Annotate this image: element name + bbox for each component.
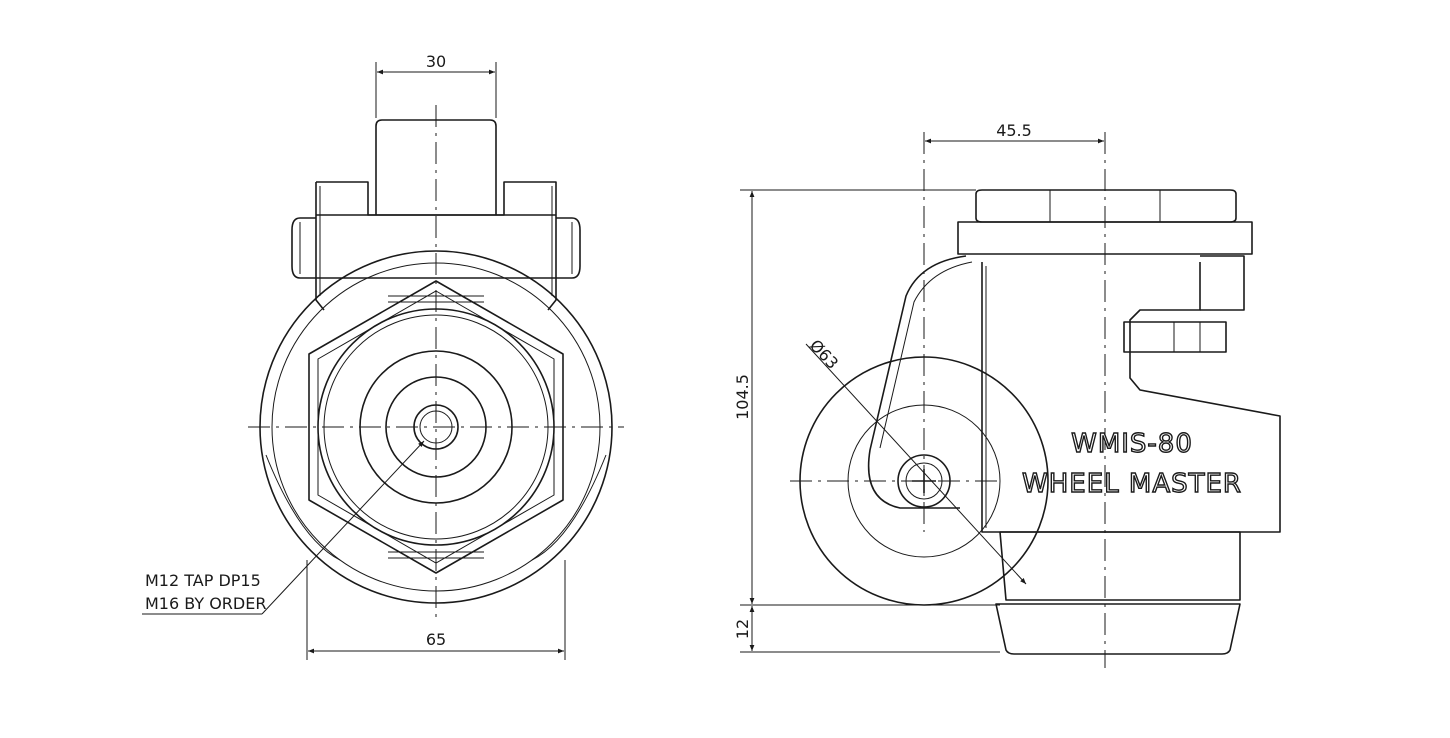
side-view: WMIS-80 WHEEL MASTER 45.5 104.5 12 Ø63 — [733, 121, 1281, 668]
side-lever — [1123, 321, 1227, 353]
side-foot-pad — [995, 603, 1241, 655]
front-dim-65-label: 65 — [426, 630, 446, 649]
front-note-line1: M12 TAP DP15 — [145, 571, 261, 590]
side-brand-model: WMIS-80 — [1071, 429, 1193, 459]
front-tap-leader — [261, 440, 425, 615]
side-dim-12-label: 12 — [733, 619, 752, 639]
side-brand-name: WHEEL MASTER — [1022, 469, 1242, 499]
side-dim-104-label: 104.5 — [733, 374, 752, 420]
front-stem — [375, 119, 497, 215]
front-bracket-left — [315, 182, 325, 311]
side-top-plate — [957, 221, 1253, 255]
side-swing-arm — [867, 255, 967, 509]
side-lower-pad — [999, 531, 1241, 601]
side-dim-45-label: 45.5 — [996, 121, 1032, 140]
front-view: 30 65 M12 TAP DP15 M16 BY ORDER — [142, 52, 624, 660]
front-hex-nut — [308, 280, 564, 574]
front-outer-ring — [259, 250, 613, 604]
front-note-line2: M16 BY ORDER — [145, 594, 266, 613]
front-pad-mid — [359, 350, 513, 504]
side-dim-diameter-leader — [805, 343, 1027, 585]
front-bracket — [316, 181, 557, 311]
front-dim-30-label: 30 — [426, 52, 446, 71]
front-right-nub — [556, 217, 581, 279]
side-top-nut — [975, 189, 1237, 223]
side-axle — [897, 454, 951, 508]
front-left-nub — [291, 217, 316, 279]
front-tap-hole — [413, 404, 459, 450]
side-dim-diameter-label: Ø63 — [806, 336, 842, 373]
front-pad-outer — [317, 308, 555, 546]
